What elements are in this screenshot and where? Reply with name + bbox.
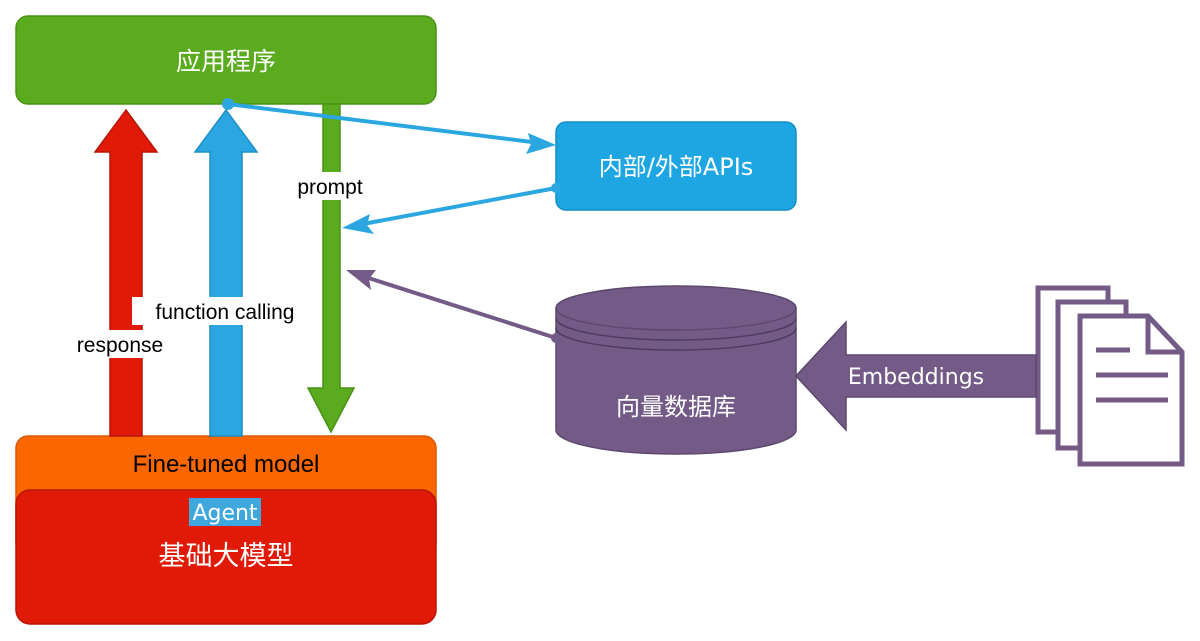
app-to-api-connector bbox=[222, 98, 556, 154]
agent-highlight bbox=[189, 498, 261, 526]
response-label-group: response bbox=[64, 330, 176, 358]
app-label: 应用程序 bbox=[176, 47, 276, 76]
api-node: 内部/外部APIs bbox=[555, 121, 797, 211]
function-calling-arrow bbox=[193, 108, 259, 437]
response-arrow bbox=[93, 108, 159, 437]
vector-db-label: 向量数据库 bbox=[616, 393, 736, 421]
function-calling-label: function calling bbox=[156, 301, 295, 324]
vector-db-node: 向量数据库 bbox=[555, 285, 797, 455]
prompt-label: prompt bbox=[297, 176, 363, 199]
app-node: 应用程序 bbox=[15, 15, 437, 105]
agent-label: Agent bbox=[192, 501, 257, 526]
response-label: response bbox=[77, 334, 163, 357]
function-calling-label-group: function calling bbox=[132, 297, 318, 325]
embeddings-label: Embeddings bbox=[848, 365, 984, 390]
api-to-prompt-connector bbox=[342, 183, 561, 234]
prompt-arrow bbox=[306, 103, 356, 434]
api-label: 内部/外部APIs bbox=[599, 153, 754, 181]
base-model-label: 基础大模型 bbox=[159, 541, 294, 572]
db-to-prompt-connector bbox=[346, 270, 561, 343]
documents-icon bbox=[1035, 285, 1185, 467]
prompt-label-group: prompt bbox=[284, 172, 376, 200]
fine-tuned-label: Fine-tuned model bbox=[133, 451, 320, 478]
base-model-node: Agent 基础大模型 bbox=[15, 489, 437, 625]
embeddings-arrow: Embeddings bbox=[794, 320, 1037, 432]
